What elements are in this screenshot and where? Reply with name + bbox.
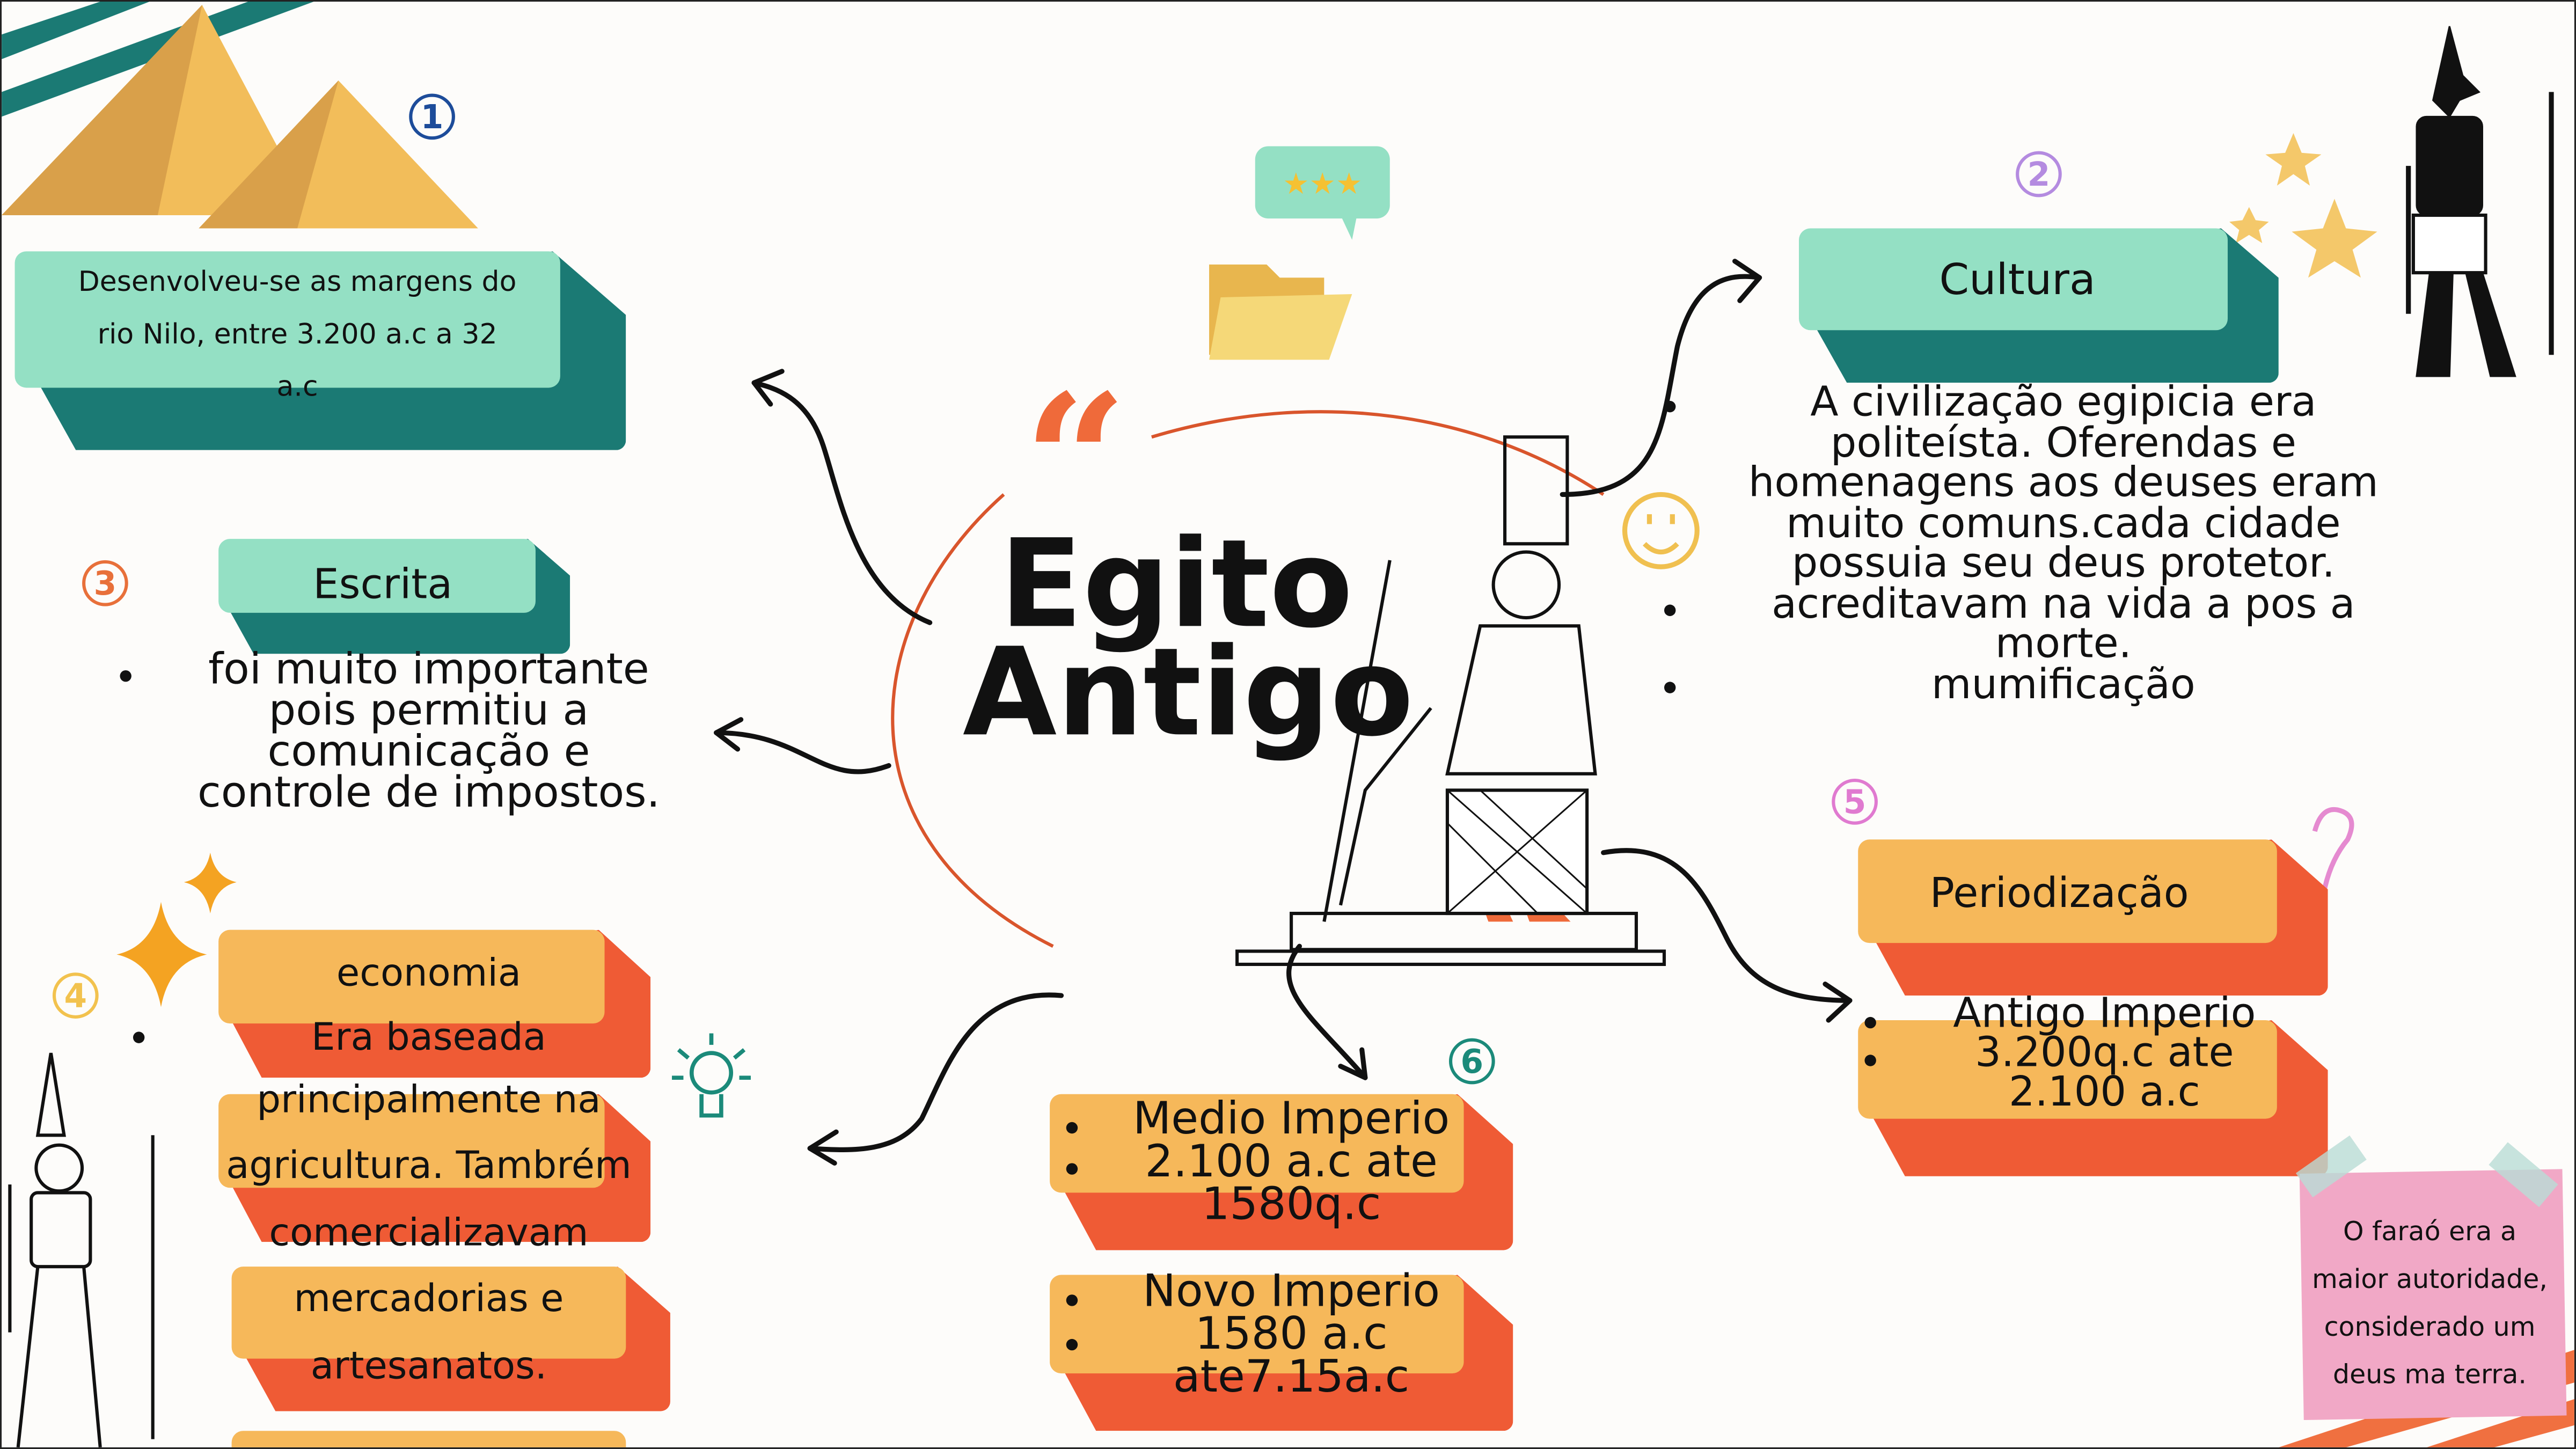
cultura-line: A civilização egipicia era bbox=[1810, 378, 2317, 426]
cultura-text: A civilização egipicia era politeísta. O… bbox=[1702, 378, 2425, 707]
pyramid-icon bbox=[2, 5, 478, 229]
cultura-line: morte. bbox=[1995, 619, 2132, 667]
escrita-heading: Escrita bbox=[313, 560, 453, 608]
bullet bbox=[1664, 682, 1676, 693]
medio-line: Medio Imperio bbox=[1132, 1094, 1450, 1145]
page-title: Egito Antigo bbox=[962, 514, 1414, 764]
title-line-2: Antigo bbox=[962, 623, 1414, 764]
economia-box-4 bbox=[231, 1431, 634, 1447]
antigo-line: 2.100 a.c bbox=[2009, 1067, 2200, 1116]
smiley-icon bbox=[1622, 492, 1700, 569]
topic-number-5: 5 bbox=[1832, 779, 1878, 825]
question-mark-icon bbox=[2312, 807, 2354, 890]
medio-imperio-box bbox=[1050, 1094, 1513, 1250]
sparkle-icon bbox=[116, 852, 237, 1007]
connector-arrows bbox=[714, 259, 1853, 1166]
topic1-line: Desenvolveu-se as margens do bbox=[78, 266, 517, 299]
bullet bbox=[1864, 1055, 1876, 1066]
escrita-line: controle de impostos. bbox=[197, 769, 660, 818]
escrita-line: comunicação e bbox=[267, 728, 590, 777]
bullet bbox=[1864, 1016, 1876, 1029]
economia-line: economia bbox=[336, 953, 522, 996]
cultura-line: acreditavam na vida a pos a bbox=[1772, 579, 2355, 627]
medio-line: 1580q.c bbox=[1201, 1179, 1381, 1231]
bullet bbox=[1664, 400, 1676, 413]
economia-line: Era baseada bbox=[311, 1016, 546, 1059]
quote-mark: “ bbox=[1023, 355, 1128, 567]
antigo-imperio-box bbox=[1858, 1020, 2328, 1176]
cultura-heading: Cultura bbox=[1939, 256, 2096, 306]
topic1-line: a.c bbox=[276, 371, 318, 405]
bullet bbox=[1066, 1338, 1078, 1351]
cultura-line: muito comuns.cada cidade bbox=[1786, 499, 2341, 546]
medio-line: 2.100 a.c ate bbox=[1145, 1137, 1438, 1188]
bullet bbox=[133, 1031, 145, 1043]
novo-line: 1580 a.c bbox=[1195, 1309, 1388, 1360]
sticky-note-text: O faraó era a maior autoridade, consider… bbox=[2288, 1208, 2571, 1398]
economia-text: economia Era baseada principalmente na a… bbox=[199, 941, 658, 1400]
topic1-line: rio Nilo, entre 3.200 a.c a 32 bbox=[97, 318, 497, 352]
novo-imperio-text: Novo Imperio 1580 a.c ate7.15a.c bbox=[1102, 1267, 1480, 1403]
economia-line: artesanatos. bbox=[310, 1344, 547, 1388]
bullet bbox=[1066, 1122, 1078, 1134]
antigo-line: Antigo Imperio bbox=[1953, 989, 2256, 1037]
economia-box-1 bbox=[218, 930, 651, 1078]
novo-imperio-box bbox=[1050, 1275, 1513, 1431]
medio-imperio-text: Medio Imperio 2.100 a.c ate 1580q.c bbox=[1102, 1094, 1480, 1231]
topic-number-6: 6 bbox=[1448, 1038, 1495, 1085]
topic-number-2: 2 bbox=[2016, 151, 2062, 197]
antigo-imperio-text: Antigo Imperio 3.200q.c ate 2.100 a.c bbox=[1907, 989, 2302, 1116]
cultura-line: mumificação bbox=[1931, 660, 2196, 707]
note-line: maior autoridade, bbox=[2312, 1263, 2548, 1295]
bullet bbox=[1066, 1163, 1078, 1175]
star-icon bbox=[2229, 133, 2377, 278]
cultura-line: politeísta. Oferendas e bbox=[1830, 418, 2296, 466]
economia-line: comercializavam bbox=[269, 1211, 589, 1255]
novo-line: Novo Imperio bbox=[1143, 1267, 1440, 1318]
title-line-1: Egito bbox=[999, 514, 1353, 656]
escrita-line: pois permitiu a bbox=[268, 686, 589, 736]
novo-line: ate7.15a.c bbox=[1173, 1352, 1410, 1403]
title-arc bbox=[891, 410, 1605, 948]
note-line: considerado um bbox=[2324, 1311, 2536, 1343]
note-line: deus ma terra. bbox=[2332, 1358, 2527, 1390]
bullet bbox=[1066, 1294, 1078, 1306]
economia-line: mercadorias e bbox=[294, 1278, 564, 1321]
economia-line: principalmente na bbox=[257, 1078, 601, 1122]
periodizacao-box bbox=[1858, 839, 2328, 996]
escrita-text: foi muito importante pois permitiu a com… bbox=[166, 646, 692, 818]
topic1-box bbox=[14, 251, 626, 450]
star-icon: ★★★ bbox=[1283, 166, 1362, 201]
escrita-box bbox=[218, 539, 570, 654]
topic1-text: Desenvolveu-se as margens do rio Nilo, e… bbox=[18, 257, 577, 414]
lightbulb-icon bbox=[672, 1033, 751, 1118]
note-line: O faraó era a bbox=[2343, 1216, 2516, 1247]
bullet bbox=[1664, 604, 1676, 616]
topic-number-3: 3 bbox=[82, 560, 128, 606]
chat-bubble-icon: ★★★ bbox=[1255, 146, 1390, 240]
topic-number-4: 4 bbox=[52, 972, 99, 1019]
cultura-box bbox=[1799, 228, 2279, 383]
economia-box-3 bbox=[231, 1267, 670, 1411]
bullet bbox=[120, 670, 131, 682]
cultura-line: homenagens aos deuses eram bbox=[1748, 458, 2379, 506]
seated-god-figure bbox=[1235, 435, 1666, 966]
cultura-line: possuia seu deus protetor. bbox=[1791, 539, 2335, 587]
anubis-figure bbox=[2406, 26, 2554, 377]
economia-line: agricultura. Tambrém bbox=[226, 1145, 632, 1188]
topic-number-1: 1 bbox=[409, 93, 455, 140]
folder-icon bbox=[1209, 264, 1352, 360]
escrita-line: foi muito importante bbox=[208, 646, 649, 695]
pharaoh-figure bbox=[8, 1052, 155, 1447]
economia-box-2 bbox=[218, 1094, 651, 1242]
antigo-line: 3.200q.c ate bbox=[1975, 1028, 2234, 1077]
periodizacao-heading: Periodização bbox=[1929, 869, 2189, 917]
